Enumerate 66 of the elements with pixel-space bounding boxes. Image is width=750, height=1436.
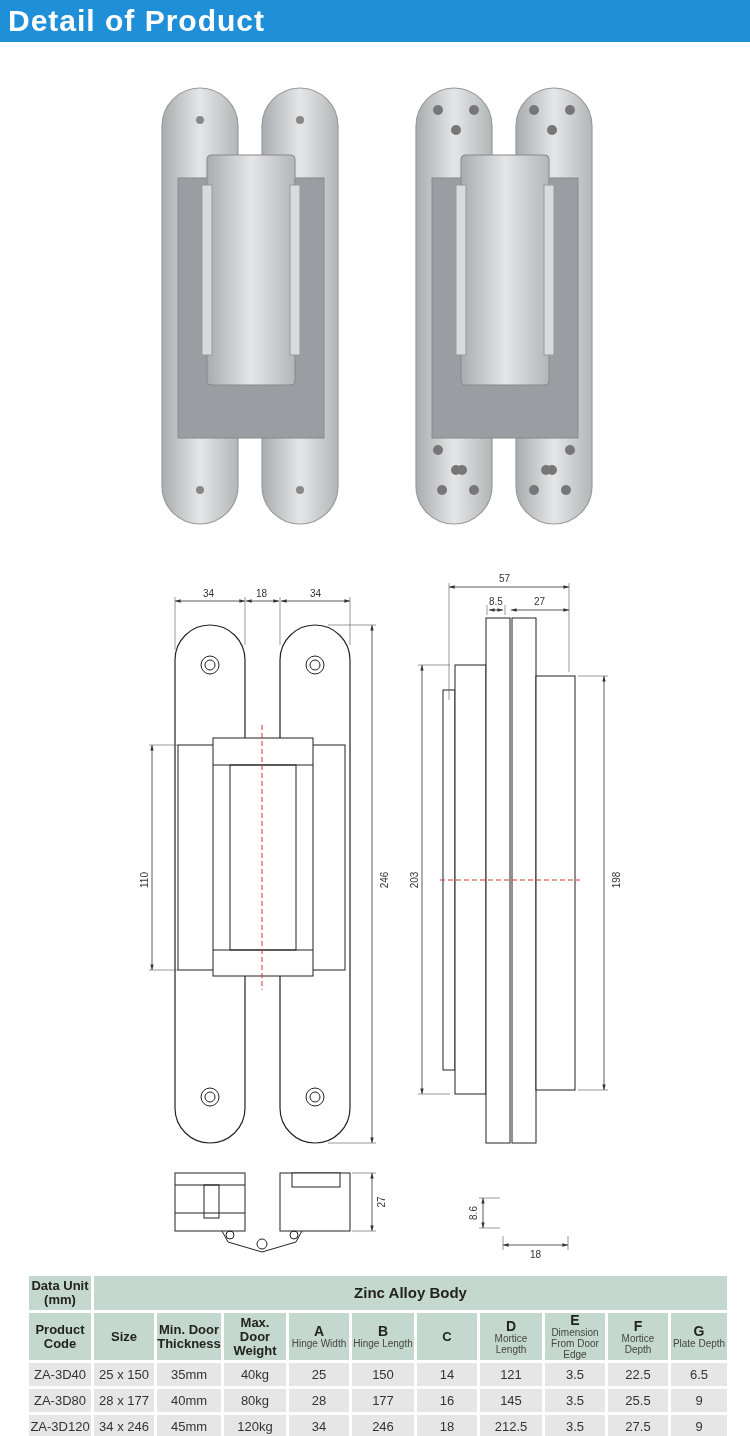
table-cell: 80kg bbox=[224, 1389, 286, 1412]
column-description: Hinge Width bbox=[290, 1338, 348, 1349]
table-cell: 25.5 bbox=[608, 1389, 668, 1412]
dimension-value: 8.6 bbox=[468, 1206, 480, 1220]
table-cell: 6.5 bbox=[671, 1363, 727, 1386]
table-cell: 120kg bbox=[224, 1415, 286, 1436]
column-description: Hinge Length bbox=[352, 1338, 414, 1349]
table-cell: 25 x 150 bbox=[94, 1363, 154, 1386]
dimension-value: 34 bbox=[203, 588, 215, 599]
column-letter: F bbox=[632, 1318, 644, 1333]
column-letter: A bbox=[312, 1324, 326, 1338]
table-cell: 145 bbox=[480, 1389, 542, 1412]
column-description: Mortice Depth bbox=[620, 1332, 656, 1355]
table-cell: 246 bbox=[352, 1415, 414, 1436]
table-cell: 35mm bbox=[157, 1363, 221, 1386]
dimension-value: 57 bbox=[499, 573, 511, 584]
page-title: Detail of Product bbox=[0, 0, 750, 42]
table-cell: 28 x 177 bbox=[94, 1389, 154, 1412]
table-cell: 3.5 bbox=[545, 1363, 605, 1386]
table-header-cell: Size bbox=[94, 1313, 154, 1360]
table-cell: 40kg bbox=[224, 1363, 286, 1386]
column-description: Dimension From Door Edge bbox=[550, 1327, 600, 1360]
dimension-value: 27 bbox=[534, 596, 546, 607]
table-cell: 40mm bbox=[157, 1389, 221, 1412]
dimension-value: 27 bbox=[376, 1196, 388, 1208]
table-cell: 45mm bbox=[157, 1415, 221, 1436]
table-cell: 3.5 bbox=[545, 1415, 605, 1436]
table-cell: 27.5 bbox=[608, 1415, 668, 1436]
table-header-cell: Max. Door Weight bbox=[224, 1313, 286, 1360]
table-cell: ZA-3D120 bbox=[29, 1415, 91, 1436]
table-cell: 16 bbox=[417, 1389, 477, 1412]
table-cell: 3.5 bbox=[545, 1389, 605, 1412]
table-cell: 150 bbox=[352, 1363, 414, 1386]
column-letter: E bbox=[569, 1313, 581, 1327]
table-header-cell: C bbox=[417, 1313, 477, 1360]
table-cell: 9 bbox=[671, 1415, 727, 1436]
table-cell: 28 bbox=[289, 1389, 349, 1412]
dimension-value: 246 bbox=[378, 871, 390, 889]
table-header-cell: Zinc Alloy Body bbox=[94, 1276, 727, 1310]
dimension-value: 18 bbox=[530, 1249, 542, 1260]
table-cell: 22.5 bbox=[608, 1363, 668, 1386]
table-header-cell: Min. Door Thickness bbox=[157, 1313, 221, 1360]
table-header-cell: Product Code bbox=[29, 1313, 91, 1360]
dimension-value: 34 bbox=[310, 588, 322, 599]
column-letter: D bbox=[504, 1318, 518, 1333]
table-cell: 177 bbox=[352, 1389, 414, 1412]
dimension-value: 8.5 bbox=[489, 596, 503, 607]
table-cell: ZA-3D40 bbox=[29, 1363, 91, 1386]
dimension-value: 198 bbox=[610, 871, 622, 889]
column-description: Mortice Length bbox=[493, 1332, 529, 1355]
column-description: Plate Depth bbox=[671, 1338, 727, 1349]
table-cell: 14 bbox=[417, 1363, 477, 1386]
table-cell: ZA-3D80 bbox=[29, 1389, 91, 1412]
table-cell: 34 x 246 bbox=[94, 1415, 154, 1436]
dimension-value: 18 bbox=[256, 588, 268, 599]
dimension-value: 203 bbox=[408, 871, 420, 889]
table-header-cell: Data Unit (mm) bbox=[29, 1276, 91, 1310]
table-cell: 25 bbox=[289, 1363, 349, 1386]
table-cell: 121 bbox=[480, 1363, 542, 1386]
column-letter: G bbox=[692, 1324, 706, 1338]
table-cell: 34 bbox=[289, 1415, 349, 1436]
table-cell: 9 bbox=[671, 1389, 727, 1412]
dimension-value: 110 bbox=[139, 872, 151, 888]
column-letter: B bbox=[376, 1324, 390, 1338]
table-cell: 212.5 bbox=[480, 1415, 542, 1436]
table-cell: 18 bbox=[417, 1415, 477, 1436]
